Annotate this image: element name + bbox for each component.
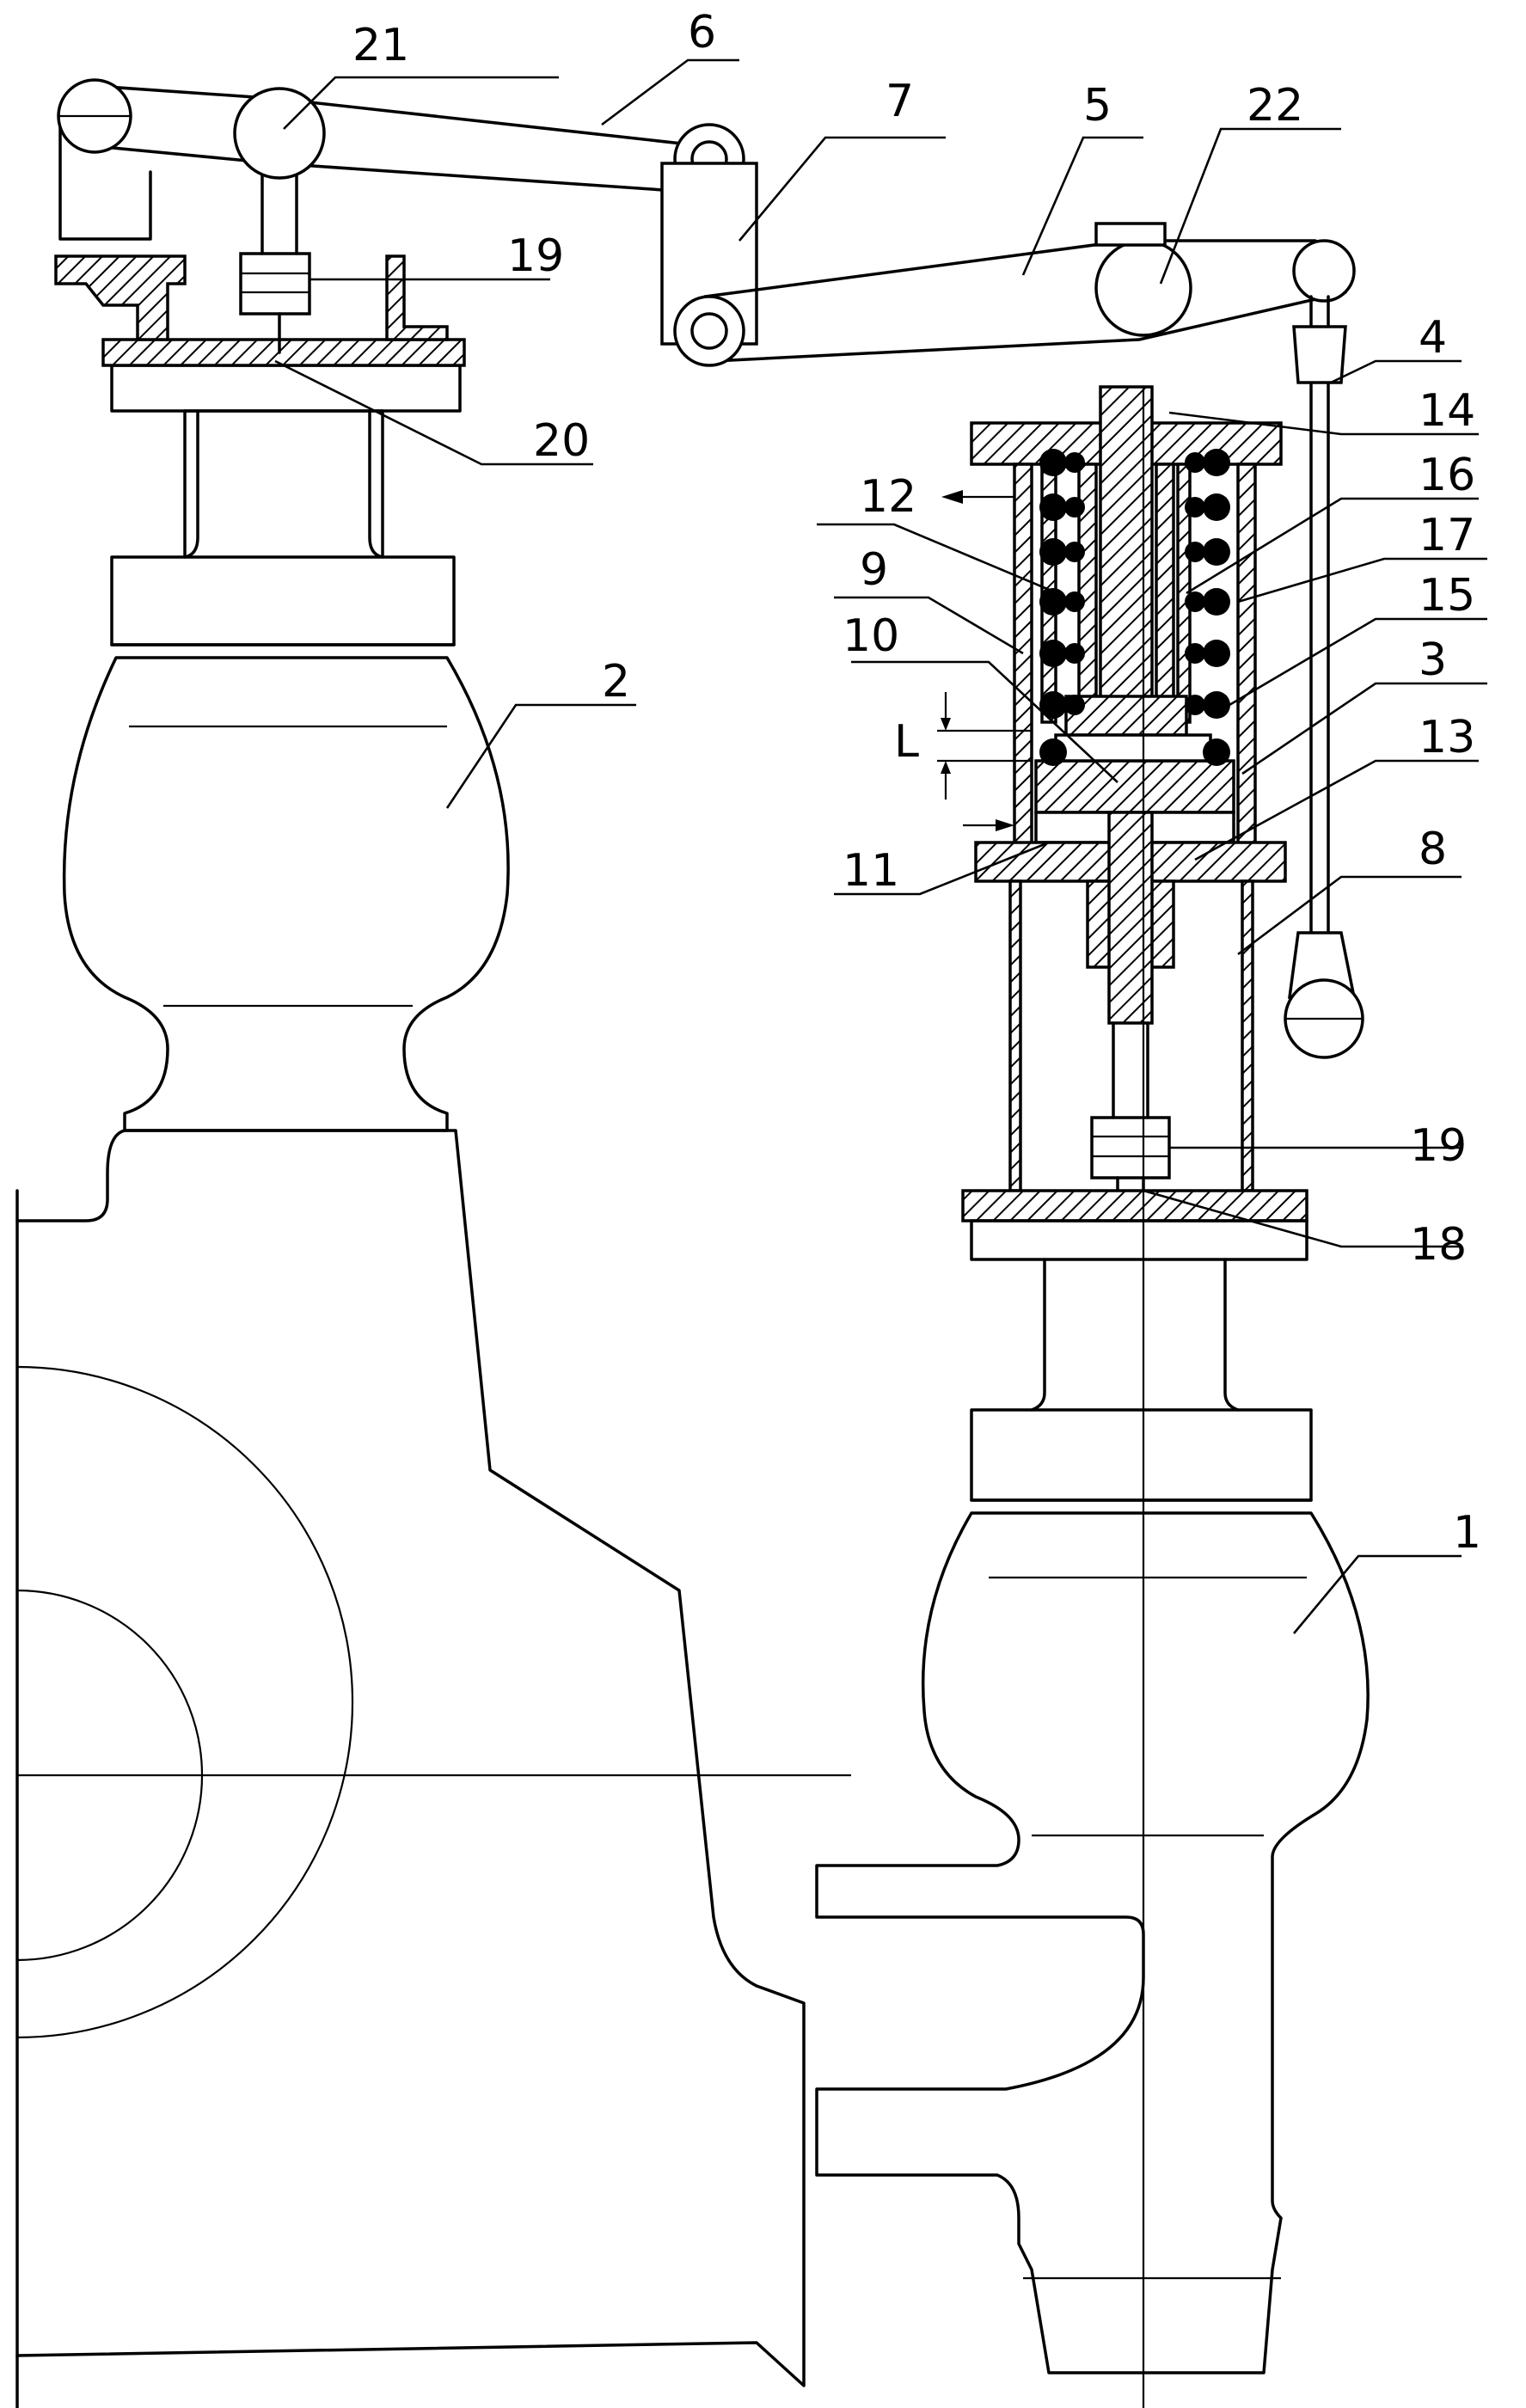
label-L: L: [894, 716, 919, 768]
label-3: 3: [1419, 634, 1447, 686]
label-9: 9: [860, 544, 888, 596]
label-7: 7: [886, 76, 914, 127]
cylinder-assembly: [937, 387, 1307, 1259]
label-8: 8: [1419, 824, 1447, 875]
valve-body-2: [64, 411, 508, 1130]
lever-5: [675, 224, 1354, 365]
label-10: 10: [843, 610, 899, 662]
label-5: 5: [1083, 80, 1112, 132]
label-21: 21: [352, 20, 409, 71]
label-15: 15: [1419, 570, 1475, 622]
label-19-top: 19: [507, 230, 564, 282]
label-1: 1: [1453, 1507, 1481, 1559]
label-2: 2: [602, 656, 630, 708]
label-13: 13: [1419, 712, 1475, 763]
label-6: 6: [688, 7, 716, 58]
label-14: 14: [1419, 385, 1475, 437]
label-12: 12: [860, 471, 916, 523]
label-20: 20: [533, 415, 590, 467]
label-17: 17: [1419, 510, 1475, 561]
pump-housing: [17, 1130, 851, 2408]
label-19-bottom: 19: [1410, 1120, 1467, 1172]
label-18: 18: [1410, 1219, 1467, 1271]
label-11: 11: [843, 845, 899, 897]
rod-4: [1285, 297, 1363, 1057]
label-22: 22: [1247, 80, 1303, 132]
label-16: 16: [1419, 450, 1475, 501]
label-4: 4: [1419, 312, 1447, 364]
lever-6: [58, 80, 744, 193]
